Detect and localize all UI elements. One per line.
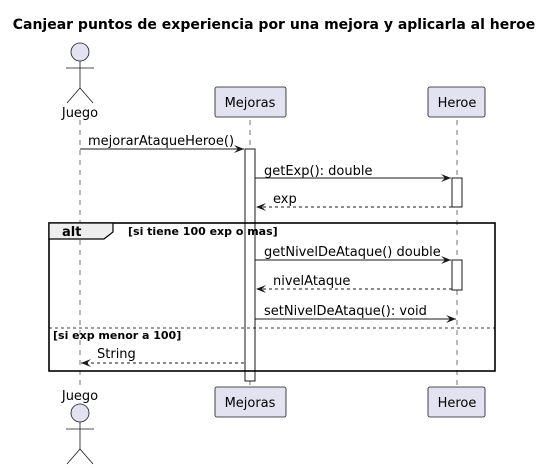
- message-label: getNivelDeAtaque() double: [264, 245, 441, 260]
- message-get-nivel: getNivelDeAtaque() double: [255, 245, 451, 264]
- participant-label: Mejoras: [225, 396, 276, 411]
- alt-else-condition: [si exp menor a 100]: [53, 329, 181, 342]
- alt-condition: [si tiene 100 exp o mas]: [128, 225, 278, 238]
- participant-mejoras-top: Mejoras: [214, 86, 287, 118]
- message-label: getExp(): double: [264, 164, 372, 179]
- participant-mejoras-bottom: Mejoras: [214, 386, 287, 418]
- actor-top: Juego: [61, 42, 98, 121]
- message-mejorar-ataque: mejorarAtaqueHeroe(): [80, 134, 244, 153]
- alt-frame: alt [si tiene 100 exp o mas] [si exp men…: [48, 222, 496, 372]
- alt-keyword: alt: [62, 225, 81, 240]
- actor-bottom: Juego: [61, 389, 98, 465]
- participant-heroe-bottom: Heroe: [427, 386, 486, 418]
- return-exp: exp: [256, 192, 452, 211]
- actor-head-icon: [70, 42, 90, 62]
- participant-label: Heroe: [438, 96, 477, 111]
- participant-label: Heroe: [438, 396, 477, 411]
- actor-label-top: Juego: [61, 106, 98, 121]
- participant-label: Mejoras: [225, 96, 276, 111]
- message-label: setNivelDeAtaque(): void: [264, 304, 427, 319]
- diagram-title: Canjear puntos de experiencia por una me…: [13, 17, 536, 33]
- actor-label-bottom: Juego: [61, 389, 98, 404]
- activation-heroe-2: [451, 259, 463, 291]
- message-label: exp: [273, 192, 297, 207]
- message-get-exp: getExp(): double: [255, 164, 451, 182]
- message-set-nivel: setNivelDeAtaque(): void: [255, 304, 456, 323]
- message-label: nivelAtaque: [273, 274, 350, 289]
- return-nivel-ataque: nivelAtaque: [256, 274, 452, 293]
- return-string: String: [81, 347, 244, 367]
- message-label: String: [97, 347, 136, 362]
- activation-heroe-1: [451, 177, 463, 208]
- actor-head-icon: [70, 403, 90, 423]
- activation-mejoras: [244, 148, 256, 382]
- message-label: mejorarAtaqueHeroe(): [88, 134, 234, 149]
- participant-heroe-top: Heroe: [427, 86, 486, 118]
